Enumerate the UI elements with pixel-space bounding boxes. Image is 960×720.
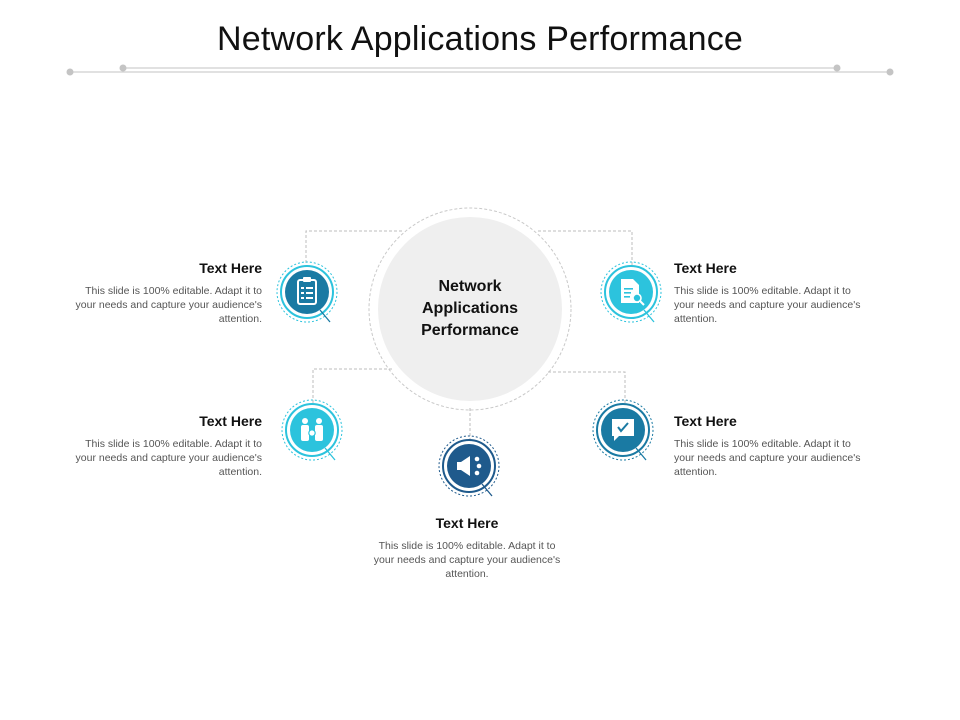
item-body: This slide is 100% editable. Adapt it to…: [75, 285, 262, 325]
item-middle-right: Text Here This slide is 100% editable. A…: [674, 413, 864, 479]
item-top-right: Text Here This slide is 100% editable. A…: [674, 260, 864, 326]
megaphone-icon: [457, 456, 482, 476]
node-middle-left: [281, 399, 343, 461]
center-hub-label: Network Applications Performance: [421, 278, 519, 339]
people-group-icon: [301, 418, 323, 441]
checkbox-chat-icon: [612, 419, 634, 441]
center-hub: [368, 207, 572, 411]
page-title: Network Applications Performance: [216, 20, 744, 58]
item-heading: Text Here: [199, 260, 262, 276]
item-body: This slide is 100% editable. Adapt it to…: [75, 438, 262, 478]
clipboard-list-icon: [297, 277, 317, 305]
item-top-left: Text Here This slide is 100% editable. A…: [72, 260, 262, 326]
title-divider: [66, 64, 894, 76]
connector-lines: [305, 230, 633, 440]
item-middle-left: Text Here This slide is 100% editable. A…: [72, 413, 262, 479]
item-heading: Text Here: [435, 515, 499, 531]
node-top-right: [600, 261, 662, 323]
node-bottom: [438, 435, 500, 497]
item-body: This slide is 100% editable. Adapt it to…: [373, 540, 561, 580]
document-search-icon: [621, 279, 645, 306]
item-heading: Text Here: [674, 413, 737, 429]
item-heading: Text Here: [199, 413, 262, 429]
node-middle-right: [592, 399, 654, 461]
node-top-left: [276, 261, 338, 323]
item-bottom: Text Here This slide is 100% editable. A…: [372, 515, 562, 581]
item-heading: Text Here: [674, 260, 737, 276]
item-body: This slide is 100% editable. Adapt it to…: [674, 285, 861, 325]
item-body: This slide is 100% editable. Adapt it to…: [674, 438, 861, 478]
